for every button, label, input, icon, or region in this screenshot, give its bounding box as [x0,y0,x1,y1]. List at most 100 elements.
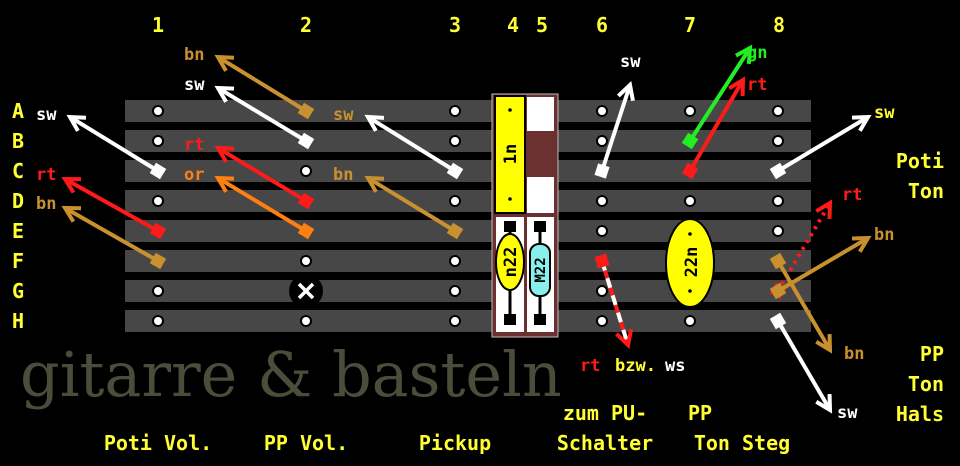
hole [152,285,164,297]
hole [596,105,608,117]
wire [214,54,315,120]
arrowhead-icon [815,199,833,220]
lead-dot [688,289,692,293]
label-c7-gn: gn [747,43,767,63]
cut-mark-x-icon [289,274,323,308]
row-D: D [12,189,24,213]
wires [61,44,872,414]
hole [449,195,461,207]
hole [449,315,461,327]
solder-pad-end [297,222,315,240]
wire-line [688,78,745,173]
column-5: 5 [536,13,548,37]
section-zum-pu-1: zum PU- [563,401,647,425]
solder-pad-end [149,252,167,270]
wire-line [776,259,832,352]
column-1: 1 [152,13,164,37]
capacitor-1n [494,95,526,214]
label-c2-or: or [184,165,204,185]
solder-pad-end [681,132,699,150]
wire [681,76,746,180]
row-G: G [12,279,24,303]
section-pp-ton-hals-1: PP [920,342,944,366]
hole [684,195,696,207]
column-numbers: 1 2 3 4 5 6 7 8 [152,13,785,37]
arrowhead-icon [61,205,82,223]
arrowhead-icon [851,235,872,253]
label-c1-bn: bn [36,194,56,214]
lead-end [534,221,546,232]
section-poti-vol: Poti Vol. [104,431,212,455]
wire-line [216,146,308,203]
wire [769,252,833,354]
arrowhead-icon [364,175,385,193]
lead-end [504,314,516,325]
row-E: E [12,219,24,243]
wire-line [600,84,632,172]
column-6: 6 [596,13,608,37]
hole [152,135,164,147]
label-c1-sw: sw [36,105,57,125]
capacitor-n22 [495,233,525,291]
label-c6-ws: ws [665,356,685,376]
hole [152,315,164,327]
label-c7-rt: rt [747,75,767,95]
label-c8-bn-bottom: bn [844,344,864,364]
wire [214,175,315,240]
section-poti-ton-2: Ton [908,179,944,203]
label-c1-rt: rt [36,165,56,185]
hole [596,135,608,147]
wire-line [776,236,870,293]
capacitor-22n [665,218,715,308]
lead-end [534,314,546,325]
section-pickup: Pickup [419,431,491,455]
hole [596,285,608,297]
hole [684,105,696,117]
column-7: 7 [684,13,696,37]
wire-line [776,319,832,412]
solder-pad-end [297,192,315,210]
wire-line [216,86,308,143]
row-F: F [12,249,24,273]
wire [214,145,315,210]
hole [300,315,312,327]
section-labels: Poti Vol. PP Vol. Pickup zum PU- Schalte… [104,149,944,455]
wire [61,176,167,240]
wire [364,114,464,180]
wire [594,81,635,179]
column-8: 8 [773,13,785,37]
label-c8-rt: rt [842,185,862,205]
hole [772,225,784,237]
wire [66,114,167,180]
resistor-m22 [529,243,551,297]
label-c8-sw-bottom: sw [837,403,858,423]
lead-dot [508,108,512,112]
wire-line [366,176,457,233]
label-c2-bn: bn [184,45,204,65]
label-c2-sw: sw [184,75,205,95]
row-A: A [12,99,24,123]
hole [772,195,784,207]
arrowhead-icon [214,175,235,193]
section-pp-ton-hals-3: Hals [896,402,944,426]
solder-pad-end [594,163,610,179]
hole [152,195,164,207]
solder-pad-end [769,162,787,180]
wire-line [600,260,630,346]
section-pp-vol: PP Vol. [264,431,348,455]
arrowhead-icon [364,114,385,132]
row-C: C [12,159,24,183]
wire [769,114,872,180]
hole [300,165,312,177]
pad [527,177,554,213]
wire-line [366,115,457,173]
lead-end [504,221,516,232]
strip-D [125,190,811,212]
hole [449,135,461,147]
arrowhead-icon [214,85,235,103]
label-c6-bzw: bzw. [615,356,656,376]
label-c6-sw: sw [620,52,641,72]
section-pp-ton-hals-2: Ton [908,372,944,396]
wire [214,85,315,150]
arrowhead-icon [214,54,235,72]
